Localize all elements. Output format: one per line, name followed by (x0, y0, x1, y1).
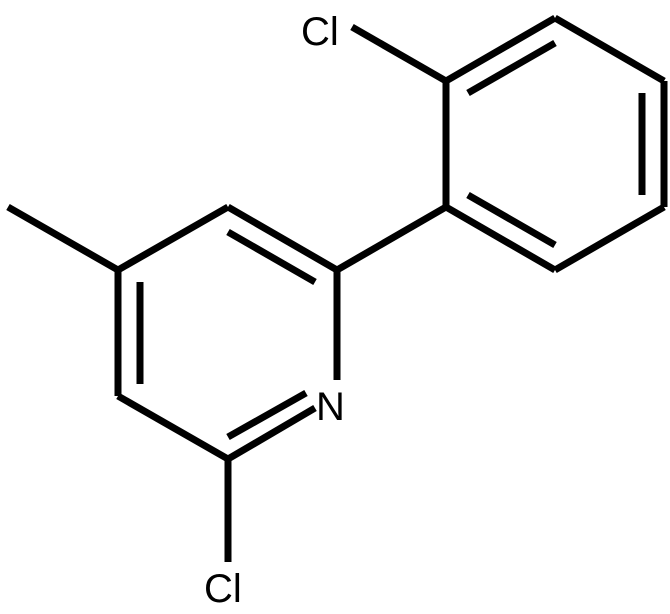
atom-label-cl-top: Cl (301, 10, 339, 54)
bond-b2-cl (350, 23, 448, 85)
bond-n-c2-inner (226, 389, 308, 441)
bond-c6-aryl (335, 203, 448, 274)
atom-label-cl-bottom: Cl (204, 567, 242, 611)
bond-b3-b4 (553, 14, 666, 85)
bond-b6-b1-inner (466, 191, 557, 249)
atom-labels: Cl N Cl (204, 10, 345, 611)
bond-b2-b3-inner (466, 39, 557, 97)
bond-b5-b6 (553, 203, 666, 274)
bond-c4-methyl (6, 203, 120, 274)
bond-b2-b3 (444, 14, 557, 85)
bond-n-c2 (226, 404, 317, 463)
bond-c2-c3 (116, 392, 230, 463)
bond-c4-c5 (116, 203, 230, 274)
bonds (6, 14, 668, 562)
bond-c5-c6 (226, 203, 339, 274)
bond-b6-b1 (444, 203, 557, 274)
bond-c5-c6-inner (226, 228, 317, 286)
atom-label-n: N (316, 385, 345, 429)
